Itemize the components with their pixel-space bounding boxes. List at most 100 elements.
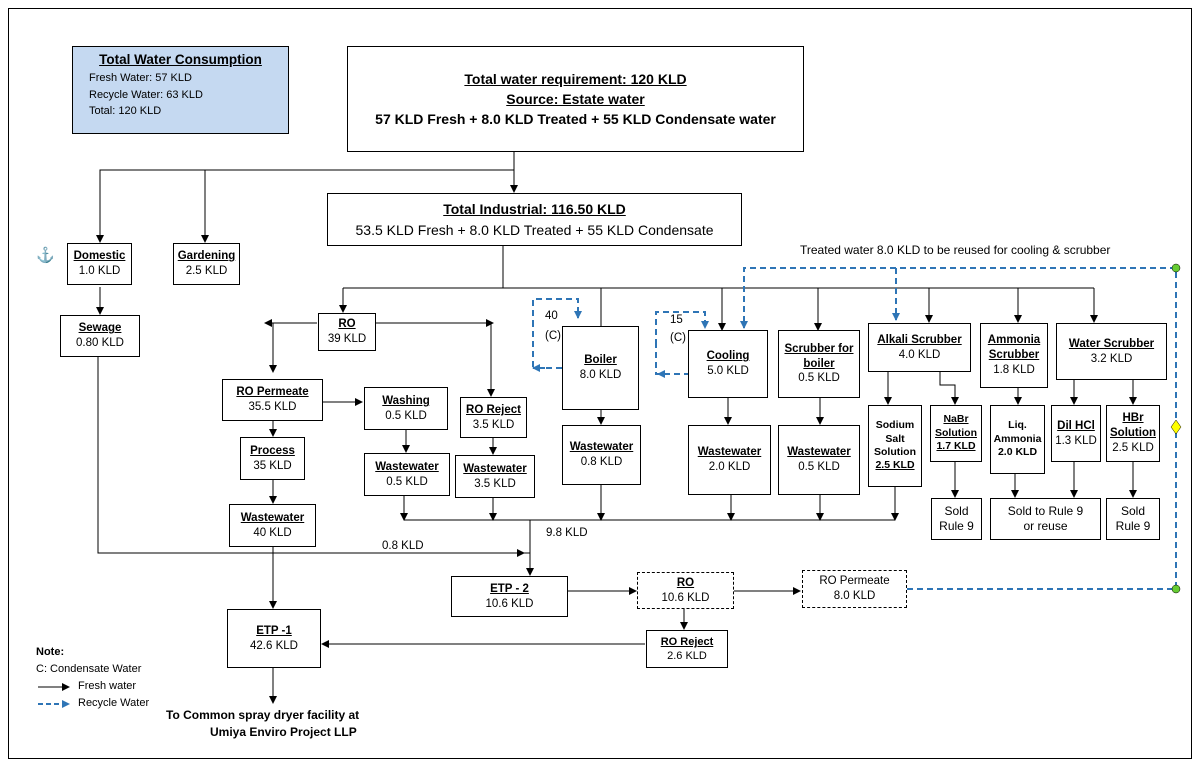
sodium-salt-node: Sodium Salt Solution 2.5 KLD: [868, 405, 922, 487]
gardening-node: Gardening 2.5 KLD: [173, 243, 240, 285]
wastewater-process-value: 40 KLD: [253, 526, 292, 539]
wastewater-boiler-value: 0.8 KLD: [580, 456, 623, 468]
legend-fresh-label: Fresh water: [78, 680, 137, 693]
cooling-label: Cooling: [706, 350, 750, 363]
ammonia-scrubber-label-1: Ammonia: [987, 334, 1041, 347]
consumption-total: Total: 120 KLD: [89, 105, 162, 118]
diagram-frame: [8, 8, 1192, 759]
wastewater-scrubber-value: 0.5 KLD: [798, 461, 840, 473]
connector-point-bottom[interactable]: [1171, 584, 1181, 594]
boiler-condensate-value: 40: [545, 310, 558, 322]
wastewater-cooling-value: 2.0 KLD: [708, 461, 751, 473]
boiler-node: Boiler 8.0 KLD: [562, 326, 639, 410]
water-scrubber-value: 3.2 KLD: [1090, 352, 1133, 365]
nabr-label-2: Solution: [935, 426, 977, 439]
ro-value: 39 KLD: [327, 333, 367, 345]
sold-rule9-node-1: Sold Rule 9: [931, 498, 982, 540]
wastewater-washing-value: 0.5 KLD: [386, 475, 428, 488]
wastewater-washing-label: Wastewater: [375, 460, 439, 473]
sodium-label-3: Solution: [874, 446, 916, 458]
note-condensate: C: Condensate Water: [36, 663, 142, 676]
collector-flow-label: 9.8 KLD: [546, 527, 588, 539]
sold3-line-2: Rule 9: [1115, 519, 1151, 533]
hbr-label-2: Solution: [1110, 427, 1156, 440]
ro-label: RO: [338, 318, 356, 331]
industrial-title: Total Industrial: 116.50 KLD: [443, 201, 626, 218]
sold2-line-2: or reuse: [1023, 519, 1068, 533]
cooling-condensate-tag: (C): [670, 332, 686, 344]
total-industrial-box: Total Industrial: 116.50 KLD 53.5 KLD Fr…: [327, 193, 742, 246]
connector-adjust-handle[interactable]: [1170, 419, 1182, 435]
fresh-water-arrow-icon: [38, 682, 70, 691]
boiler-condensate-tag: (C): [545, 330, 561, 342]
wastewater-reject-label: Wastewater: [463, 462, 527, 475]
wastewater-boiler-label: Wastewater: [569, 441, 634, 454]
washing-label: Washing: [382, 394, 430, 407]
alkali-scrubber-value: 4.0 KLD: [898, 348, 941, 361]
process-label: Process: [250, 444, 295, 457]
wastewater-scrubber-node: Wastewater 0.5 KLD: [778, 425, 860, 495]
sodium-label-2: Salt: [885, 432, 905, 445]
etp2-value: 10.6 KLD: [485, 597, 534, 610]
wastewater-cooling-label: Wastewater: [697, 446, 762, 459]
washing-node: Washing 0.5 KLD: [364, 387, 448, 430]
total-water-consumption-box: Total Water Consumption Fresh Water: 57 …: [72, 46, 289, 134]
wastewater-washing-node: Wastewater 0.5 KLD: [364, 453, 450, 496]
ammonia-scrubber-value: 1.8 KLD: [993, 363, 1035, 376]
sold-rule9-reuse-node: Sold to Rule 9 or reuse: [990, 498, 1101, 540]
ro2-value: 10.6 KLD: [661, 591, 710, 604]
wastewater-reject-node: Wastewater 3.5 KLD: [455, 455, 535, 498]
scrubber-boiler-node: Scrubber for boiler 0.5 KLD: [778, 330, 860, 398]
hbr-node: HBr Solution 2.5 KLD: [1106, 405, 1160, 462]
etp1-node: ETP -1 42.6 KLD: [227, 609, 321, 668]
dil-hcl-label: Dil HCl: [1057, 419, 1095, 432]
sewage-label: Sewage: [78, 322, 122, 335]
wastewater-boiler-node: Wastewater 0.8 KLD: [562, 425, 641, 485]
legend: Note: C: Condensate Water Fresh water Re…: [36, 644, 149, 712]
etp1-label: ETP -1: [256, 624, 292, 637]
nabr-label-1: NaBr: [943, 413, 969, 426]
consumption-fresh: Fresh Water: 57 KLD: [89, 72, 192, 85]
nabr-value: 1.7 KLD: [936, 440, 976, 453]
connector-point-top[interactable]: [1171, 263, 1181, 273]
ro-permeate2-value: 8.0 KLD: [833, 590, 876, 602]
process-node: Process 35 KLD: [240, 437, 305, 480]
sewage-value: 0.80 KLD: [76, 337, 124, 349]
anchor-icon[interactable]: ⚓: [36, 247, 55, 264]
wastewater-reject-value: 3.5 KLD: [474, 477, 516, 490]
alkali-scrubber-label: Alkali Scrubber: [877, 333, 962, 346]
cooling-value: 5.0 KLD: [707, 365, 749, 377]
liq-ammonia-value: 2.0 KLD: [997, 446, 1038, 459]
ro-permeate2-label: RO Permeate: [819, 575, 890, 588]
final-destination-line-1: To Common spray dryer facility at: [166, 708, 360, 722]
ro-reject2-value: 2.6 KLD: [667, 650, 707, 662]
etp2-node: ETP - 2 10.6 KLD: [451, 576, 568, 617]
domestic-value: 1.0 KLD: [78, 265, 121, 277]
ammonia-scrubber-node: Ammonia Scrubber 1.8 KLD: [980, 323, 1048, 388]
treated-water-note: Treated water 8.0 KLD to be reused for c…: [800, 243, 1111, 257]
wastewater-process-label: Wastewater: [240, 511, 305, 524]
total-requirement-box: Total water requirement: 120 KLD Source:…: [347, 46, 804, 152]
ro2-label: RO: [676, 576, 695, 589]
note-title: Note:: [36, 646, 65, 658]
water-scrubber-node: Water Scrubber 3.2 KLD: [1056, 323, 1167, 380]
etp1-value: 42.6 KLD: [250, 639, 298, 652]
hbr-label-1: HBr: [1122, 412, 1144, 425]
sold2-line-1: Sold to Rule 9: [1007, 503, 1084, 518]
requirement-title: Total water requirement: 120 KLD: [464, 70, 687, 87]
liq-ammonia-label-2: Ammonia: [993, 432, 1042, 445]
ro-reject2-node: RO Reject 2.6 KLD: [646, 630, 728, 668]
consumption-recycle: Recycle Water: 63 KLD: [89, 88, 203, 101]
nabr-node: NaBr Solution 1.7 KLD: [930, 405, 982, 462]
boiler-value: 8.0 KLD: [579, 369, 622, 381]
ro-permeate2-node: RO Permeate 8.0 KLD: [802, 570, 907, 608]
hbr-value: 2.5 KLD: [1112, 441, 1154, 454]
process-value: 35 KLD: [253, 459, 292, 472]
legend-fresh: Fresh water: [36, 678, 149, 695]
requirement-detail: 57 KLD Fresh + 8.0 KLD Treated + 55 KLD …: [375, 111, 776, 128]
gardening-label: Gardening: [177, 250, 236, 263]
gardening-value: 2.5 KLD: [185, 265, 228, 277]
ro-reject-label: RO Reject: [466, 403, 521, 416]
ro-reject-node: RO Reject 3.5 KLD: [460, 397, 527, 438]
ro-permeate-node: RO Permeate 35.5 KLD: [222, 379, 323, 421]
